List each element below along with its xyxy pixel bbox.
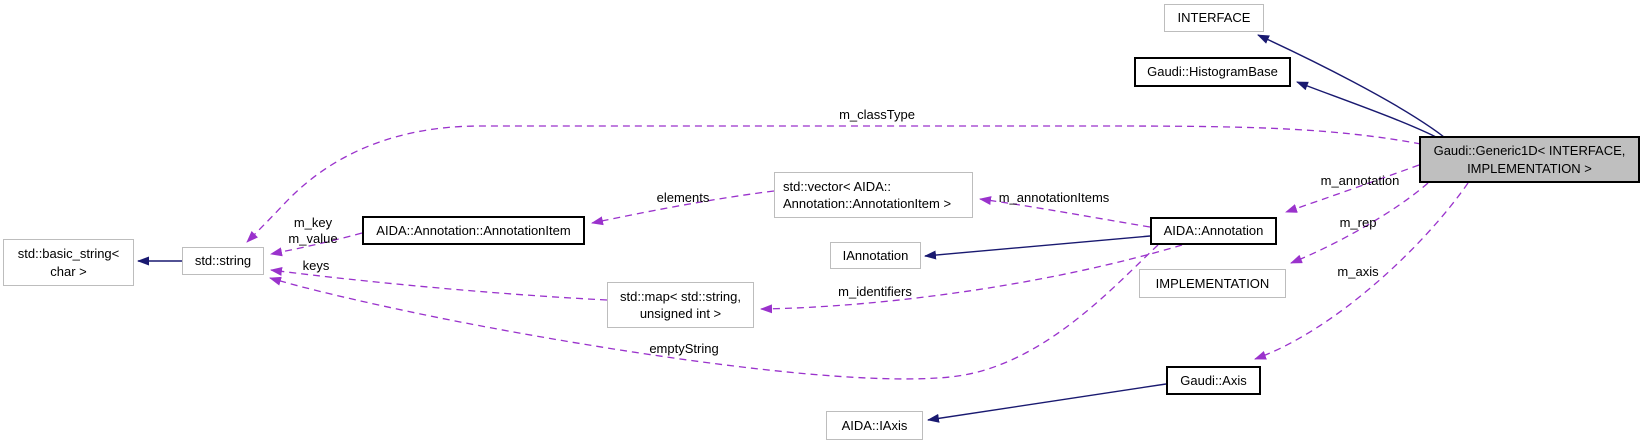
node-interface: INTERFACE <box>1164 4 1264 32</box>
edge-generic1d-to-interface <box>1257 34 1445 138</box>
edge-emptystring <box>269 244 1159 380</box>
edge-label-m-classtype: m_classType <box>839 106 915 122</box>
node-std-map: std::map< std::string, unsigned int > <box>607 282 754 328</box>
edge-label-keys: keys <box>302 257 330 273</box>
edge-m-rep <box>1290 182 1429 264</box>
node-std-vector-annotationitem: std::vector< AIDA:: Annotation::Annotati… <box>774 172 973 218</box>
node-std-basic-string: std::basic_string< char > <box>3 239 134 286</box>
edge-label-m-key-m-value: m_key m_value <box>288 214 338 246</box>
edge-m-classtype <box>246 125 1422 243</box>
edge-keys <box>270 266 608 301</box>
edge-label-m-rep: m_rep <box>1339 214 1377 230</box>
node-iannotation: IAnnotation <box>830 242 921 269</box>
node-aida-annotation-annotationitem[interactable]: AIDA::Annotation::AnnotationItem <box>362 216 585 245</box>
edge-m-identifiers <box>760 244 1183 314</box>
edge-annotation-to-iannotation <box>924 235 1151 260</box>
node-gaudi-axis[interactable]: Gaudi::Axis <box>1166 366 1261 395</box>
edge-m-key-m-value <box>270 232 363 257</box>
edge-m-annotationitems <box>979 196 1151 228</box>
edge-m-annotation <box>1285 164 1420 213</box>
node-implementation: IMPLEMENTATION <box>1139 269 1286 298</box>
edge-label-elements: elements <box>656 189 710 205</box>
edge-m-axis <box>1254 182 1469 360</box>
edge-label-emptystring: emptyString <box>649 340 719 356</box>
edge-generic1d-to-histogrambase <box>1296 81 1437 138</box>
edge-label-m-annotation: m_annotation <box>1320 172 1400 188</box>
node-gaudi-histogrambase[interactable]: Gaudi::HistogramBase <box>1134 57 1291 87</box>
edge-label-m-axis: m_axis <box>1337 263 1379 279</box>
edge-elements <box>591 190 775 226</box>
edge-label-m-identifiers: m_identifiers <box>838 283 912 299</box>
edge-label-m-annotationitems: m_annotationItems <box>998 189 1110 205</box>
node-aida-annotation[interactable]: AIDA::Annotation <box>1150 217 1277 245</box>
node-gaudi-generic1d: Gaudi::Generic1D< INTERFACE, IMPLEMENTAT… <box>1419 136 1640 183</box>
edge-axis-to-iaxis <box>927 383 1167 423</box>
node-aida-iaxis: AIDA::IAxis <box>826 411 923 440</box>
node-std-string: std::string <box>182 247 264 275</box>
